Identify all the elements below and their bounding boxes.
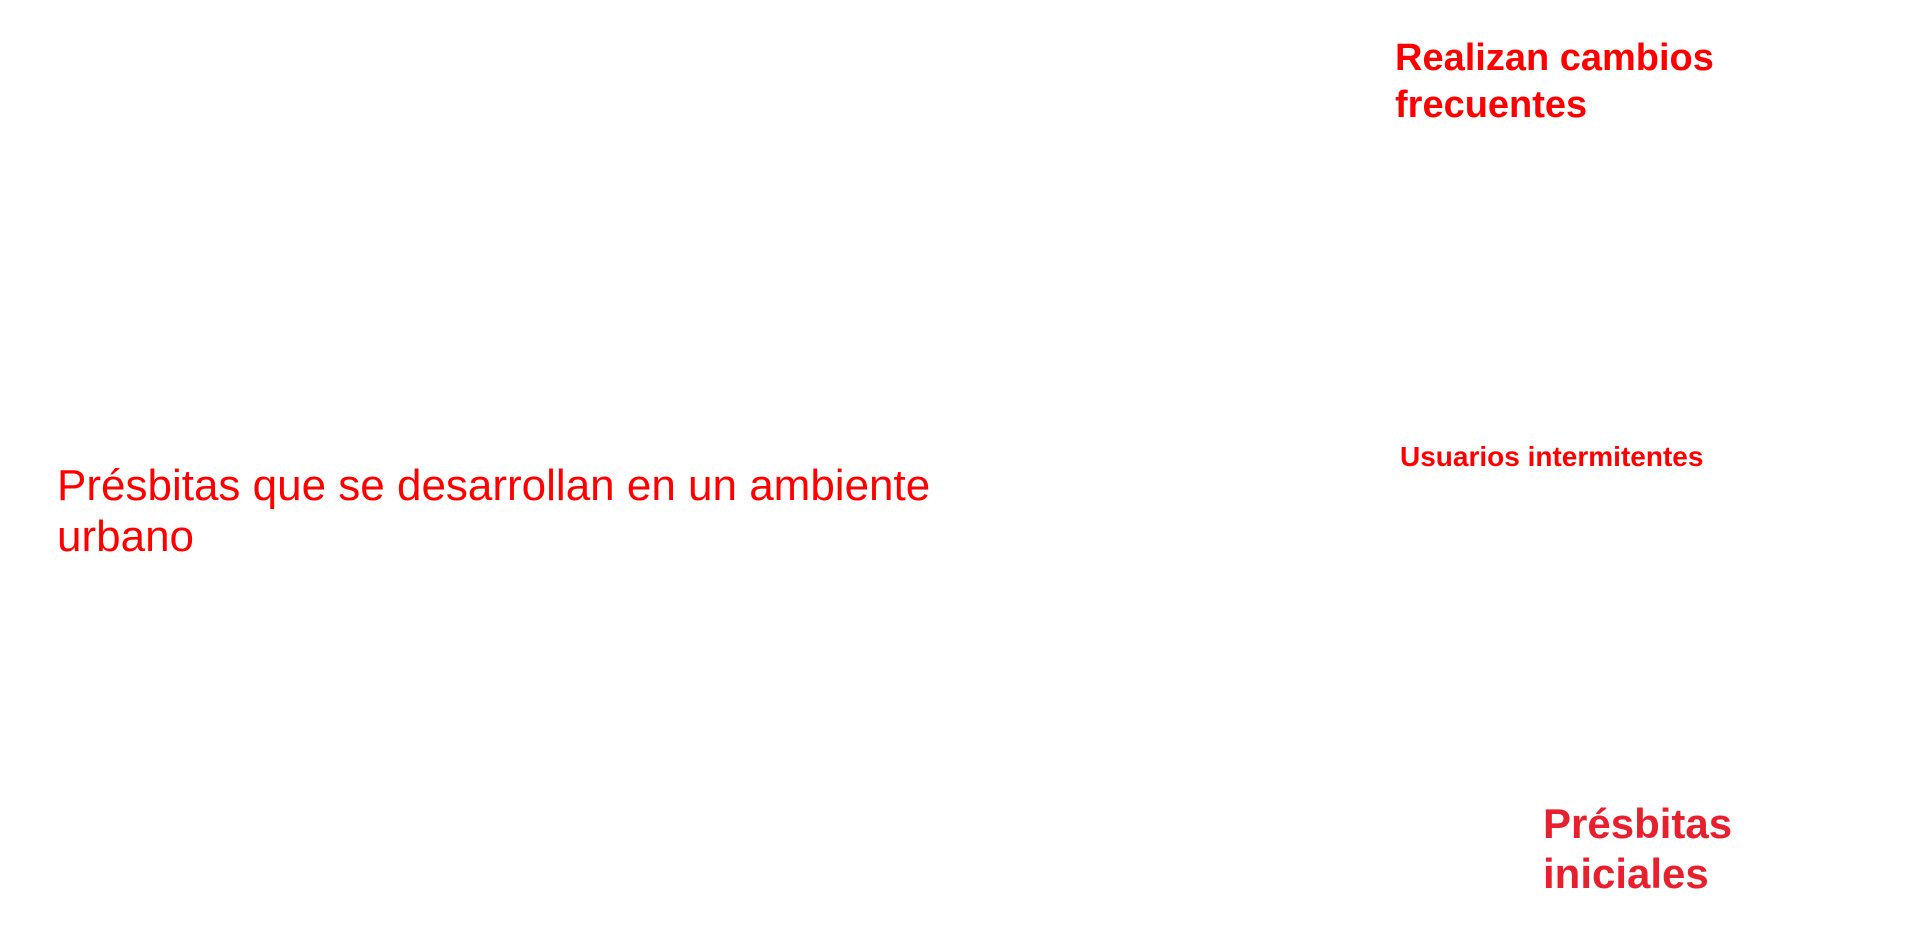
label-presbitas-ambiente-urbano: Présbitas que se desarrollan en un ambie… — [57, 461, 931, 561]
label-usuarios-intermitentes: Usuarios intermitentes — [1400, 441, 1704, 472]
label-realizan-cambios-frecuentes: Realizan cambios frecuentes — [1395, 37, 1714, 126]
label-presbitas-iniciales: Présbitas iniciales — [1543, 800, 1733, 897]
